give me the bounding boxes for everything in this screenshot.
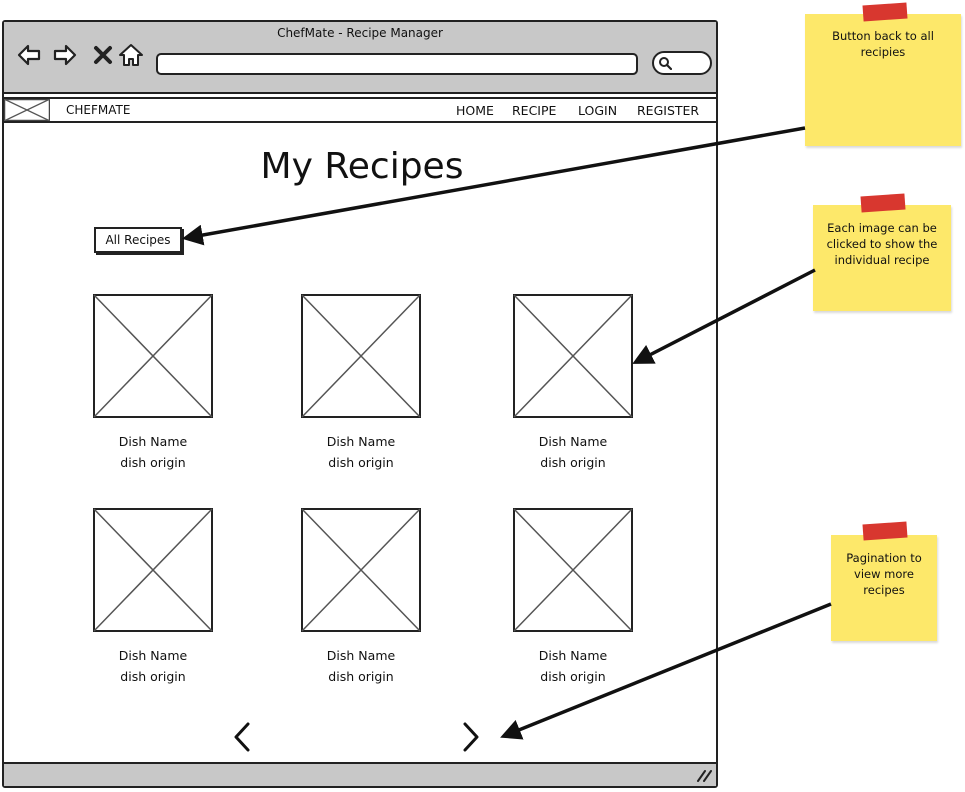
window-title: ChefMate - Recipe Manager	[277, 26, 443, 40]
logo-placeholder	[4, 99, 50, 121]
browser-chrome: ChefMate - Recipe Manager	[4, 22, 716, 94]
page-title: My Recipes	[260, 146, 464, 187]
recipe-origin-4: dish origin	[120, 669, 186, 684]
pagination-next-icon[interactable]	[459, 720, 483, 754]
recipe-origin-6: dish origin	[540, 669, 606, 684]
recipe-name-4: Dish Name	[118, 648, 188, 663]
stop-icon[interactable]	[90, 42, 116, 68]
recipe-origin-1: dish origin	[120, 455, 186, 470]
note-text: Pagination to view more recipes	[846, 551, 922, 597]
all-recipes-button[interactable]: All Recipes	[94, 227, 182, 253]
recipe-origin-5: dish origin	[328, 669, 394, 684]
recipe-image-5[interactable]	[301, 508, 421, 632]
browser-window: ChefMate - Recipe Manager CHEFMATE HOME	[2, 20, 718, 788]
nav-link-register[interactable]: REGISTER	[637, 103, 700, 118]
url-input[interactable]	[156, 53, 638, 75]
recipe-name-3: Dish Name	[538, 434, 608, 449]
search-icon	[659, 57, 672, 70]
recipe-image-1[interactable]	[93, 294, 213, 418]
forward-icon[interactable]	[52, 42, 78, 68]
recipe-name-6: Dish Name	[538, 648, 608, 663]
brand-name: CHEFMATE	[66, 103, 131, 117]
status-bar	[4, 762, 716, 786]
arrow-to-pagination	[500, 602, 832, 740]
arrow-to-recipe-image	[632, 268, 816, 364]
arrow-to-all-recipes	[181, 126, 806, 246]
note-text: Each image can be clicked to show the in…	[826, 221, 938, 267]
nav-link-recipe[interactable]: RECIPE	[512, 103, 557, 118]
recipe-image-4[interactable]	[93, 508, 213, 632]
search-input[interactable]	[652, 51, 712, 75]
recipe-origin-2: dish origin	[328, 455, 394, 470]
nav-link-home[interactable]: HOME	[456, 103, 494, 118]
recipe-name-1: Dish Name	[118, 434, 188, 449]
recipe-image-6[interactable]	[513, 508, 633, 632]
home-icon[interactable]	[118, 42, 144, 68]
recipe-image-3[interactable]	[513, 294, 633, 418]
sticky-note-images: Each image can be clicked to show the in…	[813, 193, 951, 311]
recipe-origin-3: dish origin	[540, 455, 606, 470]
resize-handle-icon[interactable]	[696, 768, 712, 782]
site-navbar: CHEFMATE HOME RECIPE LOGIN REGISTER	[4, 97, 716, 123]
nav-link-login[interactable]: LOGIN	[578, 103, 618, 118]
back-icon[interactable]	[16, 42, 42, 68]
recipe-name-2: Dish Name	[326, 434, 396, 449]
sticky-note-back-button: Button back to all recipies	[805, 2, 961, 146]
pagination-prev-icon[interactable]	[230, 720, 254, 754]
recipe-image-2[interactable]	[301, 294, 421, 418]
sticky-note-pagination: Pagination to view more recipes	[831, 521, 937, 641]
note-text: Button back to all recipies	[832, 29, 934, 59]
recipe-name-5: Dish Name	[326, 648, 396, 663]
